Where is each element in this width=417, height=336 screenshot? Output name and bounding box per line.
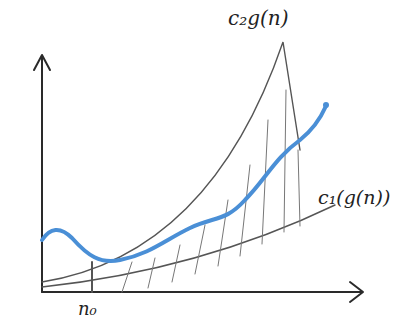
lower-bound-curve bbox=[42, 205, 335, 287]
y-axis bbox=[41, 56, 43, 292]
function-curve bbox=[42, 106, 326, 261]
x-axis bbox=[42, 291, 362, 293]
axis-label: n₀ bbox=[78, 300, 97, 318]
n0-line bbox=[91, 262, 93, 292]
axis-label: c₂g(n) bbox=[228, 8, 289, 28]
x-arrowhead bbox=[350, 282, 363, 302]
curve-end-dot bbox=[323, 102, 329, 108]
hatching bbox=[122, 90, 300, 292]
y-arrowhead bbox=[34, 55, 50, 70]
axis-label: c₁(g(n)) bbox=[318, 188, 390, 207]
